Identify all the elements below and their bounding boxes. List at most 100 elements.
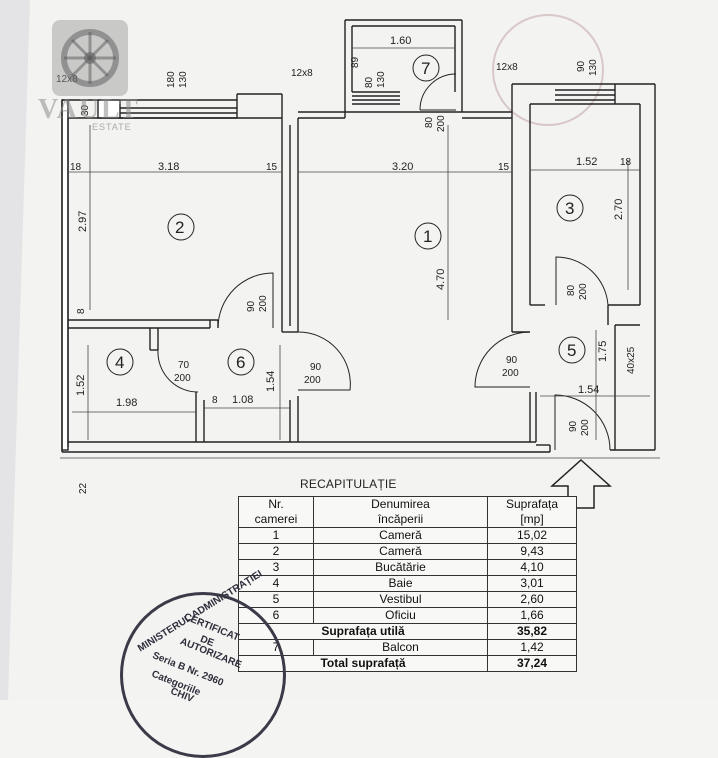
table-row: 2 Cameră 9,43 (238, 543, 577, 560)
dim-r3-width: 1.52 (576, 156, 597, 168)
cell-nr: 5 (238, 591, 314, 608)
header-nr: Nr.camerei (238, 496, 314, 528)
dim-r4-height: 1.52 (75, 375, 87, 396)
cell-name: Cameră (313, 527, 488, 544)
dim-win1-130: 130 (178, 71, 189, 88)
dim-win3-90: 90 (576, 60, 587, 72)
cell-area: 4,10 (487, 559, 577, 576)
room-number-7: 7 (421, 59, 430, 78)
dim-r5-width: 1.54 (578, 384, 599, 396)
dim-r6-width: 1.08 (232, 394, 253, 406)
door1-height: 200 (304, 375, 321, 386)
dim-r2-width: 3.18 (158, 161, 179, 173)
cell-area: 9,43 (487, 543, 577, 560)
dim-r6-height: 1.54 (265, 371, 277, 392)
entry-door-height: 200 (580, 419, 591, 436)
dim-r2-height: 2.97 (77, 211, 89, 232)
dim-top-12x8-mid: 12x8 (291, 68, 313, 79)
room-circle-2 (167, 213, 195, 241)
dim-top-12x8-left: 12x8 (56, 74, 78, 85)
cell-name: Bucătărie (313, 559, 488, 576)
door3-height: 200 (578, 283, 589, 300)
room-circle-5 (558, 336, 586, 364)
paper-edge (0, 0, 30, 700)
cell-nr: 2 (238, 543, 314, 560)
logo-emblem (52, 20, 128, 96)
balcony-row: 7 Balcon 1,42 (238, 639, 577, 656)
logo-subtext: ESTATE (92, 122, 132, 132)
walls (61, 19, 656, 453)
room-markers: 2 1 3 4 5 6 7 (106, 54, 586, 376)
cell-area: 2,60 (487, 591, 577, 608)
dim-room7-89: 89 (350, 56, 361, 68)
total-area-row: Total suprafață 37,24 (238, 655, 577, 672)
cell-area: 15,02 (487, 527, 577, 544)
room-number-4: 4 (115, 353, 124, 372)
cell-name: Cameră (313, 543, 488, 560)
cell-name: Baie (313, 575, 488, 592)
total-area-label: Total suprafață (238, 655, 488, 672)
dim-r1-right-15: 15 (498, 162, 510, 173)
room-circle-6 (227, 348, 255, 376)
dim-r1-width: 3.20 (392, 161, 413, 173)
door5-width: 90 (506, 355, 518, 366)
room-number-2: 2 (175, 218, 184, 237)
vault-wheel-icon (61, 29, 119, 87)
door1-width: 90 (310, 362, 322, 373)
cell-area: 1,66 (487, 607, 577, 624)
dim-win-left-30: 30 (80, 104, 91, 116)
dim-r6-8: 8 (212, 395, 218, 406)
dim-r5-height: 1.75 (597, 341, 609, 362)
dim-r5-vent: 40x25 (626, 346, 637, 374)
cell-nr: 1 (238, 527, 314, 544)
dim-room7-door-80: 80 (424, 116, 435, 128)
dim-room7-80: 80 (364, 76, 375, 88)
useful-area-value: 35,82 (487, 623, 577, 640)
balcony-label: Balcon (313, 639, 488, 656)
door-swings (157, 73, 611, 451)
table-row: 4 Baie 3,01 (238, 575, 577, 592)
door5-height: 200 (502, 368, 519, 379)
dim-r3-height: 2.70 (613, 199, 625, 220)
room-circle-3 (556, 194, 584, 222)
table-row: 1 Cameră 15,02 (238, 527, 577, 544)
total-area-value: 37,24 (487, 655, 577, 672)
recap-title: RECAPITULAȚIE (300, 477, 397, 491)
entry-door-width: 90 (568, 420, 579, 432)
door6-height: 200 (258, 295, 269, 312)
header-suprafata: Suprafața[mp] (487, 496, 577, 528)
dim-r4-width: 1.98 (116, 397, 137, 409)
cell-name: Oficiu (313, 607, 488, 624)
room-circle-4 (106, 348, 134, 376)
dim-win3-130: 130 (588, 59, 599, 76)
room-number-5: 5 (567, 341, 576, 360)
room-circle-1 (414, 222, 442, 250)
room-circle-7 (412, 54, 440, 82)
dim-r1-height: 4.70 (435, 269, 447, 290)
door6-width: 90 (246, 300, 257, 312)
dim-room7-width: 1.60 (390, 35, 411, 47)
faint-stamp (492, 14, 604, 126)
dim-r2-8: 8 (76, 308, 87, 314)
balcony-value: 1,42 (487, 639, 577, 656)
dim-top-12x8-right: 12x8 (496, 62, 518, 73)
table-row: 5 Vestibul 2,60 (238, 591, 577, 608)
table-row: 6 Oficiu 1,66 (238, 607, 577, 624)
dim-r2-left-18: 18 (70, 162, 82, 173)
room-number-1: 1 (423, 227, 432, 246)
dim-r2-right-15: 15 (266, 162, 278, 173)
cell-area: 3,01 (487, 575, 577, 592)
table-row: 3 Bucătărie 4,10 (238, 559, 577, 576)
dim-room7-130: 130 (376, 71, 387, 88)
cell-name: Vestibul (313, 591, 488, 608)
door4-width: 70 (178, 360, 190, 371)
door3-width: 80 (566, 284, 577, 296)
entrance-arrow-icon (550, 458, 612, 509)
room-number-6: 6 (236, 353, 245, 372)
logo-text: VAULT (38, 94, 140, 125)
room-number-3: 3 (565, 199, 574, 218)
dimension-lines (60, 47, 660, 459)
